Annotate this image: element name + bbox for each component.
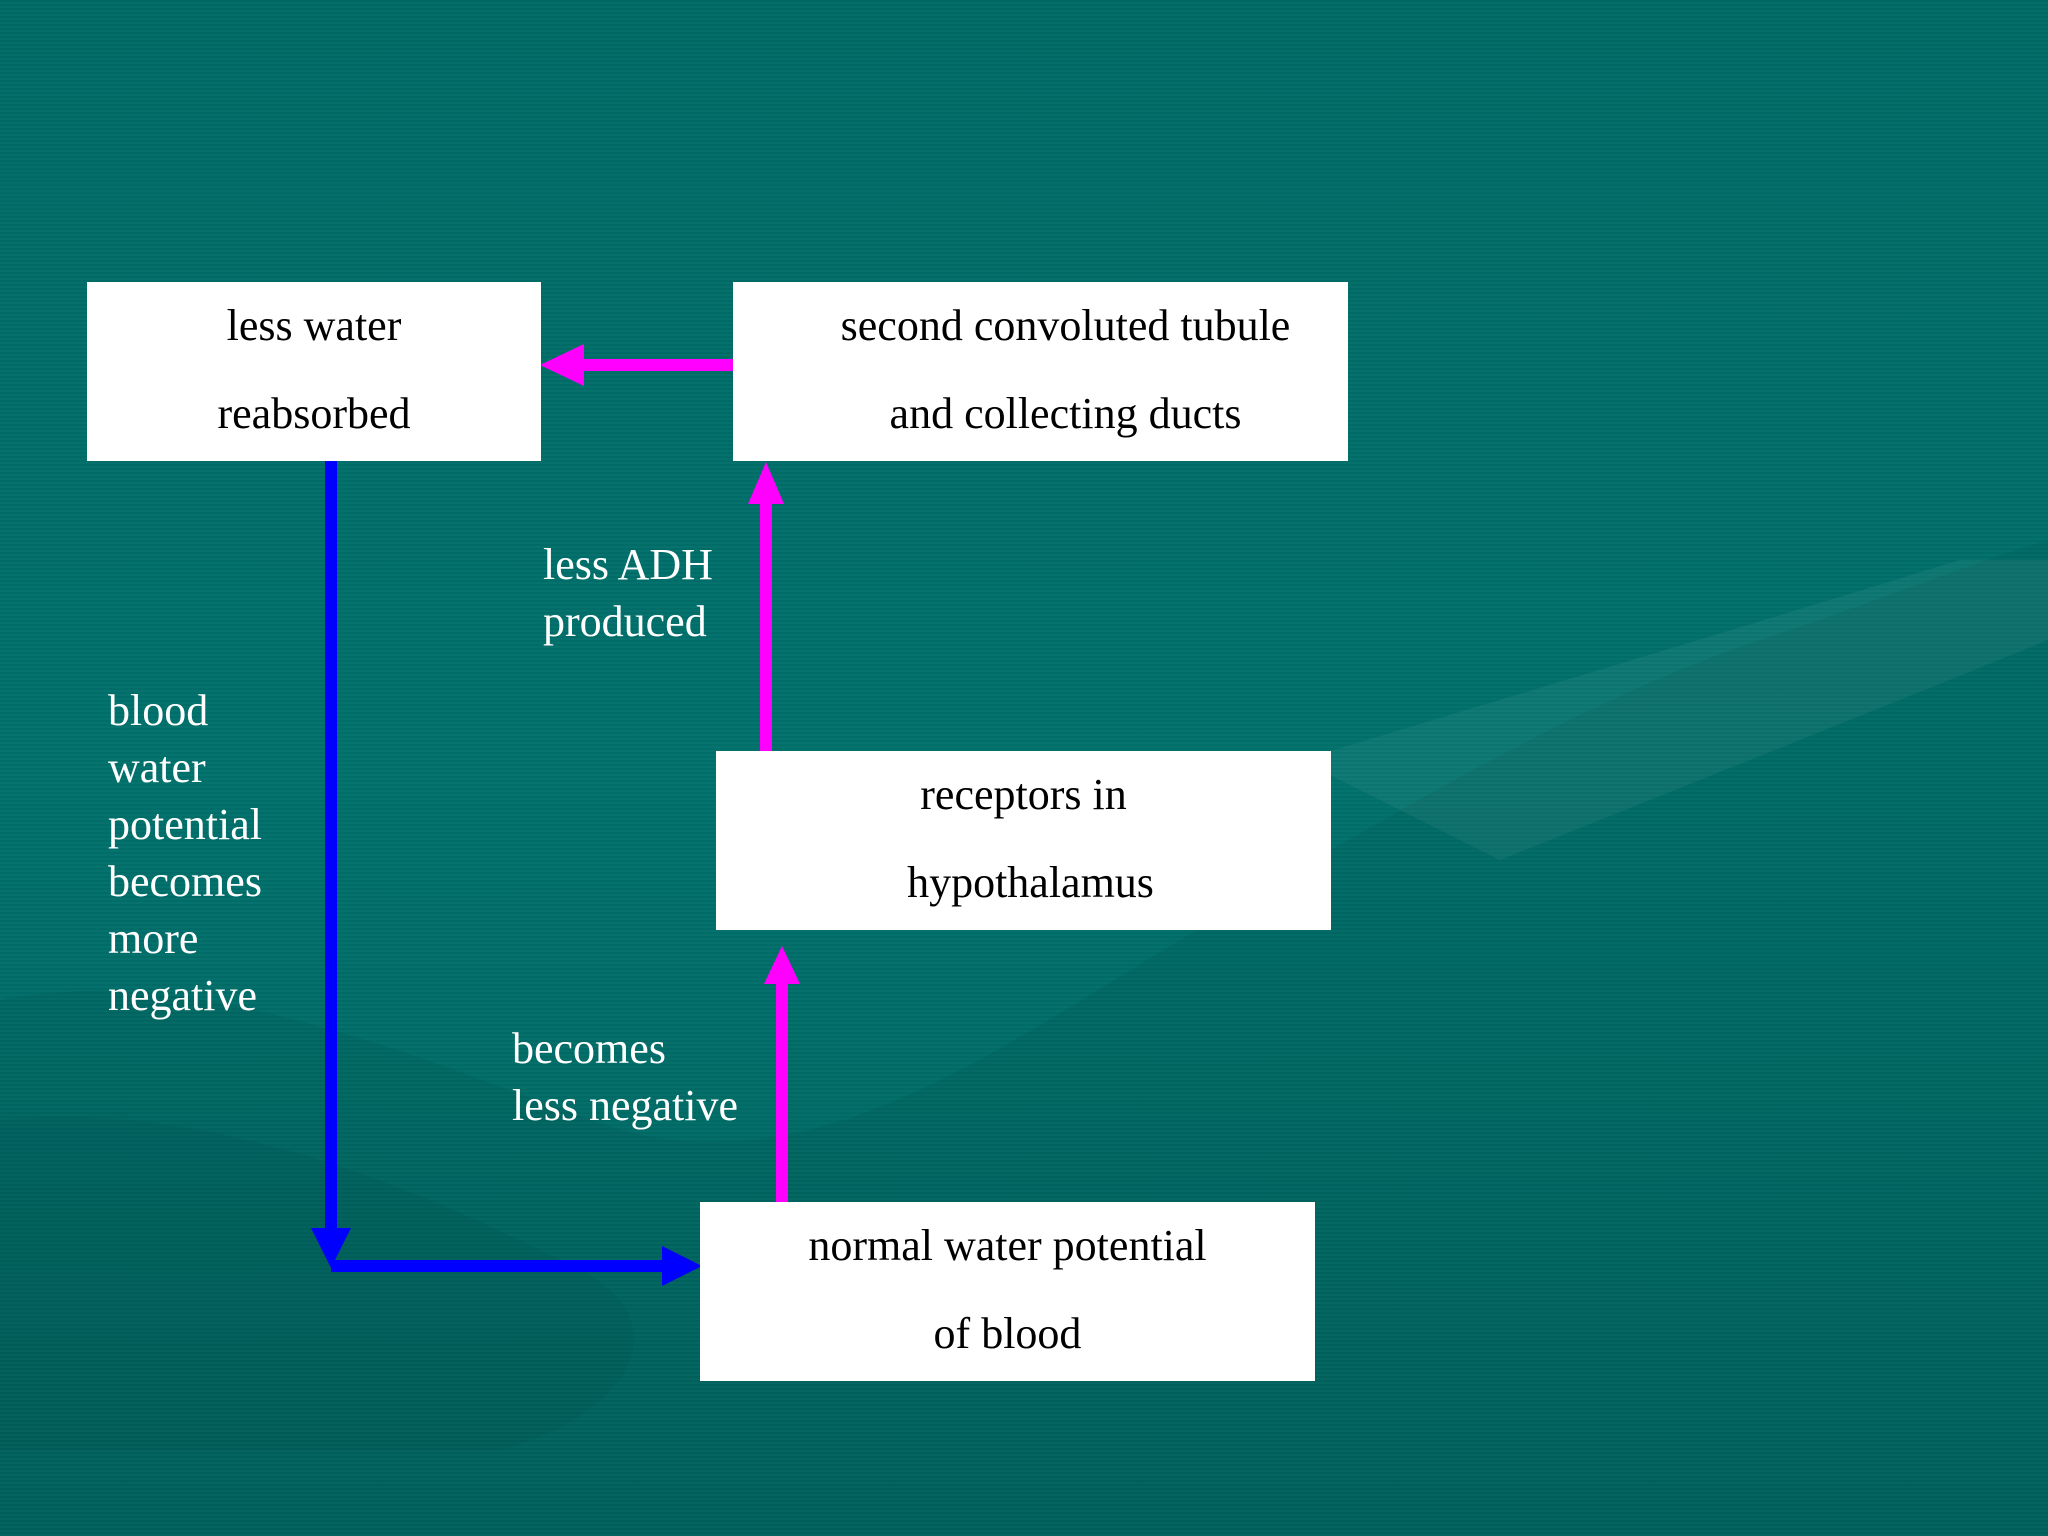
edge-label-line: produced (543, 597, 707, 646)
edge-label-line: blood (108, 686, 209, 735)
arrow-tubule-to-less-water (540, 344, 733, 386)
edge-label-line: becomes (108, 857, 262, 906)
edge-label-blood-water-potential: blood water potential becomes more negat… (108, 682, 262, 1024)
edge-label-line: more (108, 914, 199, 963)
node-text-line: second convoluted tubule (840, 301, 1291, 350)
node-normal-water-potential: normal water potential of blood (700, 1202, 1315, 1381)
node-receptors-hypothalamus: receptors in hypothalamus (716, 751, 1331, 930)
edge-label-line: becomes (512, 1024, 666, 1073)
node-text-line: of blood (933, 1309, 1082, 1358)
arrow-less-water-to-normal (311, 461, 702, 1286)
node-text-line: hypothalamus (907, 858, 1154, 907)
arrow-normal-to-receptors (764, 946, 800, 1202)
node-text-line: normal water potential (808, 1221, 1207, 1270)
node-text-line: and collecting ducts (889, 389, 1242, 438)
edge-label-line: less ADH (543, 540, 713, 589)
edge-label-line: water (108, 743, 206, 792)
node-second-convoluted-tubule: second convoluted tubule and collecting … (733, 282, 1348, 461)
edge-label-less-adh-produced: less ADH produced (543, 536, 713, 650)
edge-label-line: negative (108, 971, 258, 1020)
node-text-line: reabsorbed (217, 389, 411, 438)
edge-label-line: potential (108, 800, 262, 849)
edge-label-line: less negative (512, 1081, 739, 1130)
node-text-line: receptors in (920, 770, 1127, 819)
arrow-receptors-to-tubule (748, 462, 784, 751)
node-less-water-reabsorbed: less water reabsorbed (87, 282, 541, 461)
node-text-line: less water (226, 301, 402, 350)
edge-label-becomes-less-negative: becomes less negative (512, 1020, 738, 1134)
